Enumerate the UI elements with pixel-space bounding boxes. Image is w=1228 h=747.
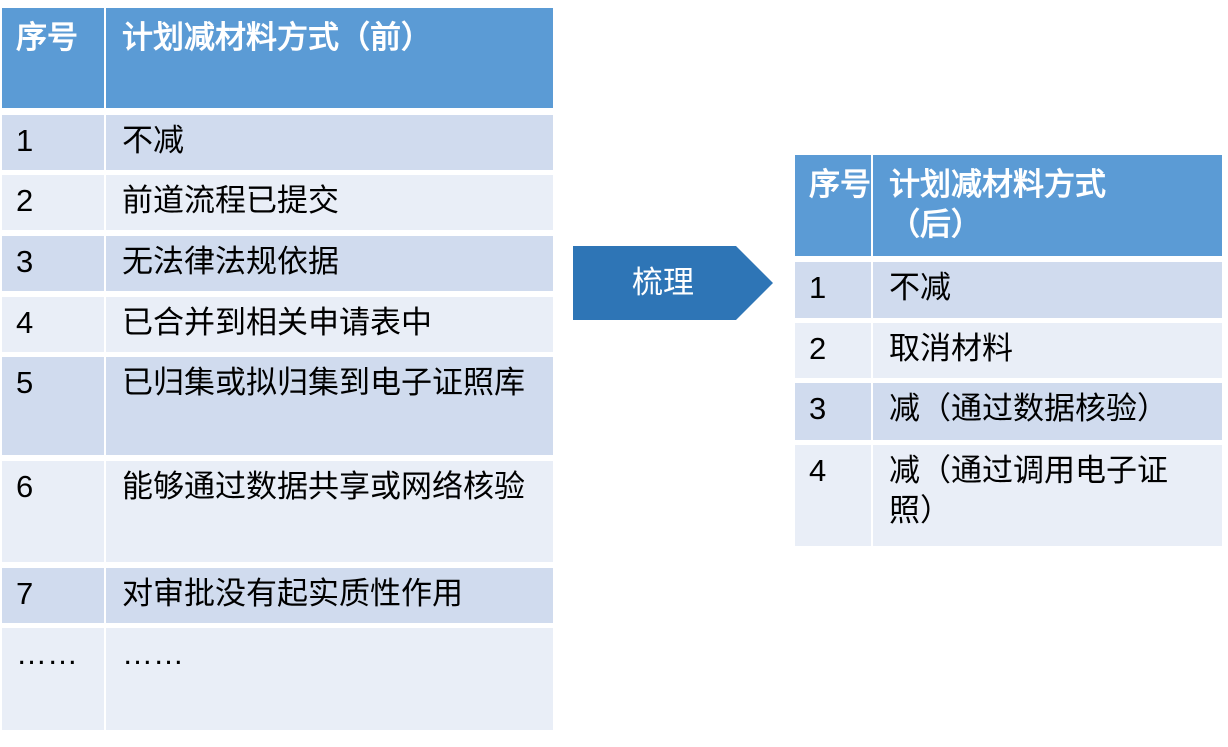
row-index: 4 bbox=[795, 445, 871, 546]
row-method: 取消材料 bbox=[873, 323, 1222, 378]
row-index: 3 bbox=[795, 383, 871, 440]
table-header: 序号 计划减材料方式（后） bbox=[795, 155, 1222, 256]
before-table: 序号 计划减材料方式（前） 1 不减 2 前道流程已提交 3 无法律法规依据 4… bbox=[2, 8, 553, 730]
table-row: 6 能够通过数据共享或网络核验 bbox=[2, 461, 553, 562]
row-method: 减（通过数据核验） bbox=[873, 383, 1222, 440]
arrow-label: 梳理 bbox=[632, 265, 694, 300]
header-index: 序号 bbox=[795, 155, 871, 256]
header-method: 计划减材料方式（前） bbox=[106, 8, 553, 108]
row-index: 2 bbox=[795, 323, 871, 378]
row-index: 6 bbox=[2, 461, 104, 562]
row-method: 已归集或拟归集到电子证照库 bbox=[106, 357, 553, 455]
after-table: 序号 计划减材料方式（后） 1 不减 2 取消材料 3 减（通过数据核验） 4 … bbox=[795, 155, 1222, 546]
table-row: 1 不减 bbox=[795, 262, 1222, 318]
row-index: 2 bbox=[2, 175, 104, 230]
table-row: 3 无法律法规依据 bbox=[2, 236, 553, 291]
row-index: 4 bbox=[2, 297, 104, 352]
row-method: 不减 bbox=[106, 115, 553, 170]
row-method: 能够通过数据共享或网络核验 bbox=[106, 461, 553, 562]
arrow-shape bbox=[573, 246, 773, 320]
table-row: 1 不减 bbox=[2, 115, 553, 170]
table-row: 5 已归集或拟归集到电子证照库 bbox=[2, 357, 553, 455]
table-header: 序号 计划减材料方式（前） bbox=[2, 8, 553, 108]
header-method: 计划减材料方式（后） bbox=[873, 155, 1222, 256]
table-row: 2 取消材料 bbox=[795, 323, 1222, 378]
table-row: …… …… bbox=[2, 628, 553, 730]
row-method: 减（通过调用电子证照） bbox=[873, 445, 1222, 546]
row-method: 前道流程已提交 bbox=[106, 175, 553, 230]
row-method: …… bbox=[106, 628, 553, 730]
row-method: 无法律法规依据 bbox=[106, 236, 553, 291]
table-row: 2 前道流程已提交 bbox=[2, 175, 553, 230]
row-method: 已合并到相关申请表中 bbox=[106, 297, 553, 352]
row-index: 1 bbox=[2, 115, 104, 170]
table-row: 3 减（通过数据核验） bbox=[795, 383, 1222, 440]
row-method: 不减 bbox=[873, 262, 1222, 318]
table-row: 4 已合并到相关申请表中 bbox=[2, 297, 553, 352]
header-index: 序号 bbox=[2, 8, 104, 108]
row-index: 3 bbox=[2, 236, 104, 291]
row-index: 1 bbox=[795, 262, 871, 318]
row-method: 对审批没有起实质性作用 bbox=[106, 568, 553, 623]
row-index: 5 bbox=[2, 357, 104, 455]
row-index: …… bbox=[2, 628, 104, 730]
row-index: 7 bbox=[2, 568, 104, 623]
table-row: 4 减（通过调用电子证照） bbox=[795, 445, 1222, 546]
table-row: 7 对审批没有起实质性作用 bbox=[2, 568, 553, 623]
